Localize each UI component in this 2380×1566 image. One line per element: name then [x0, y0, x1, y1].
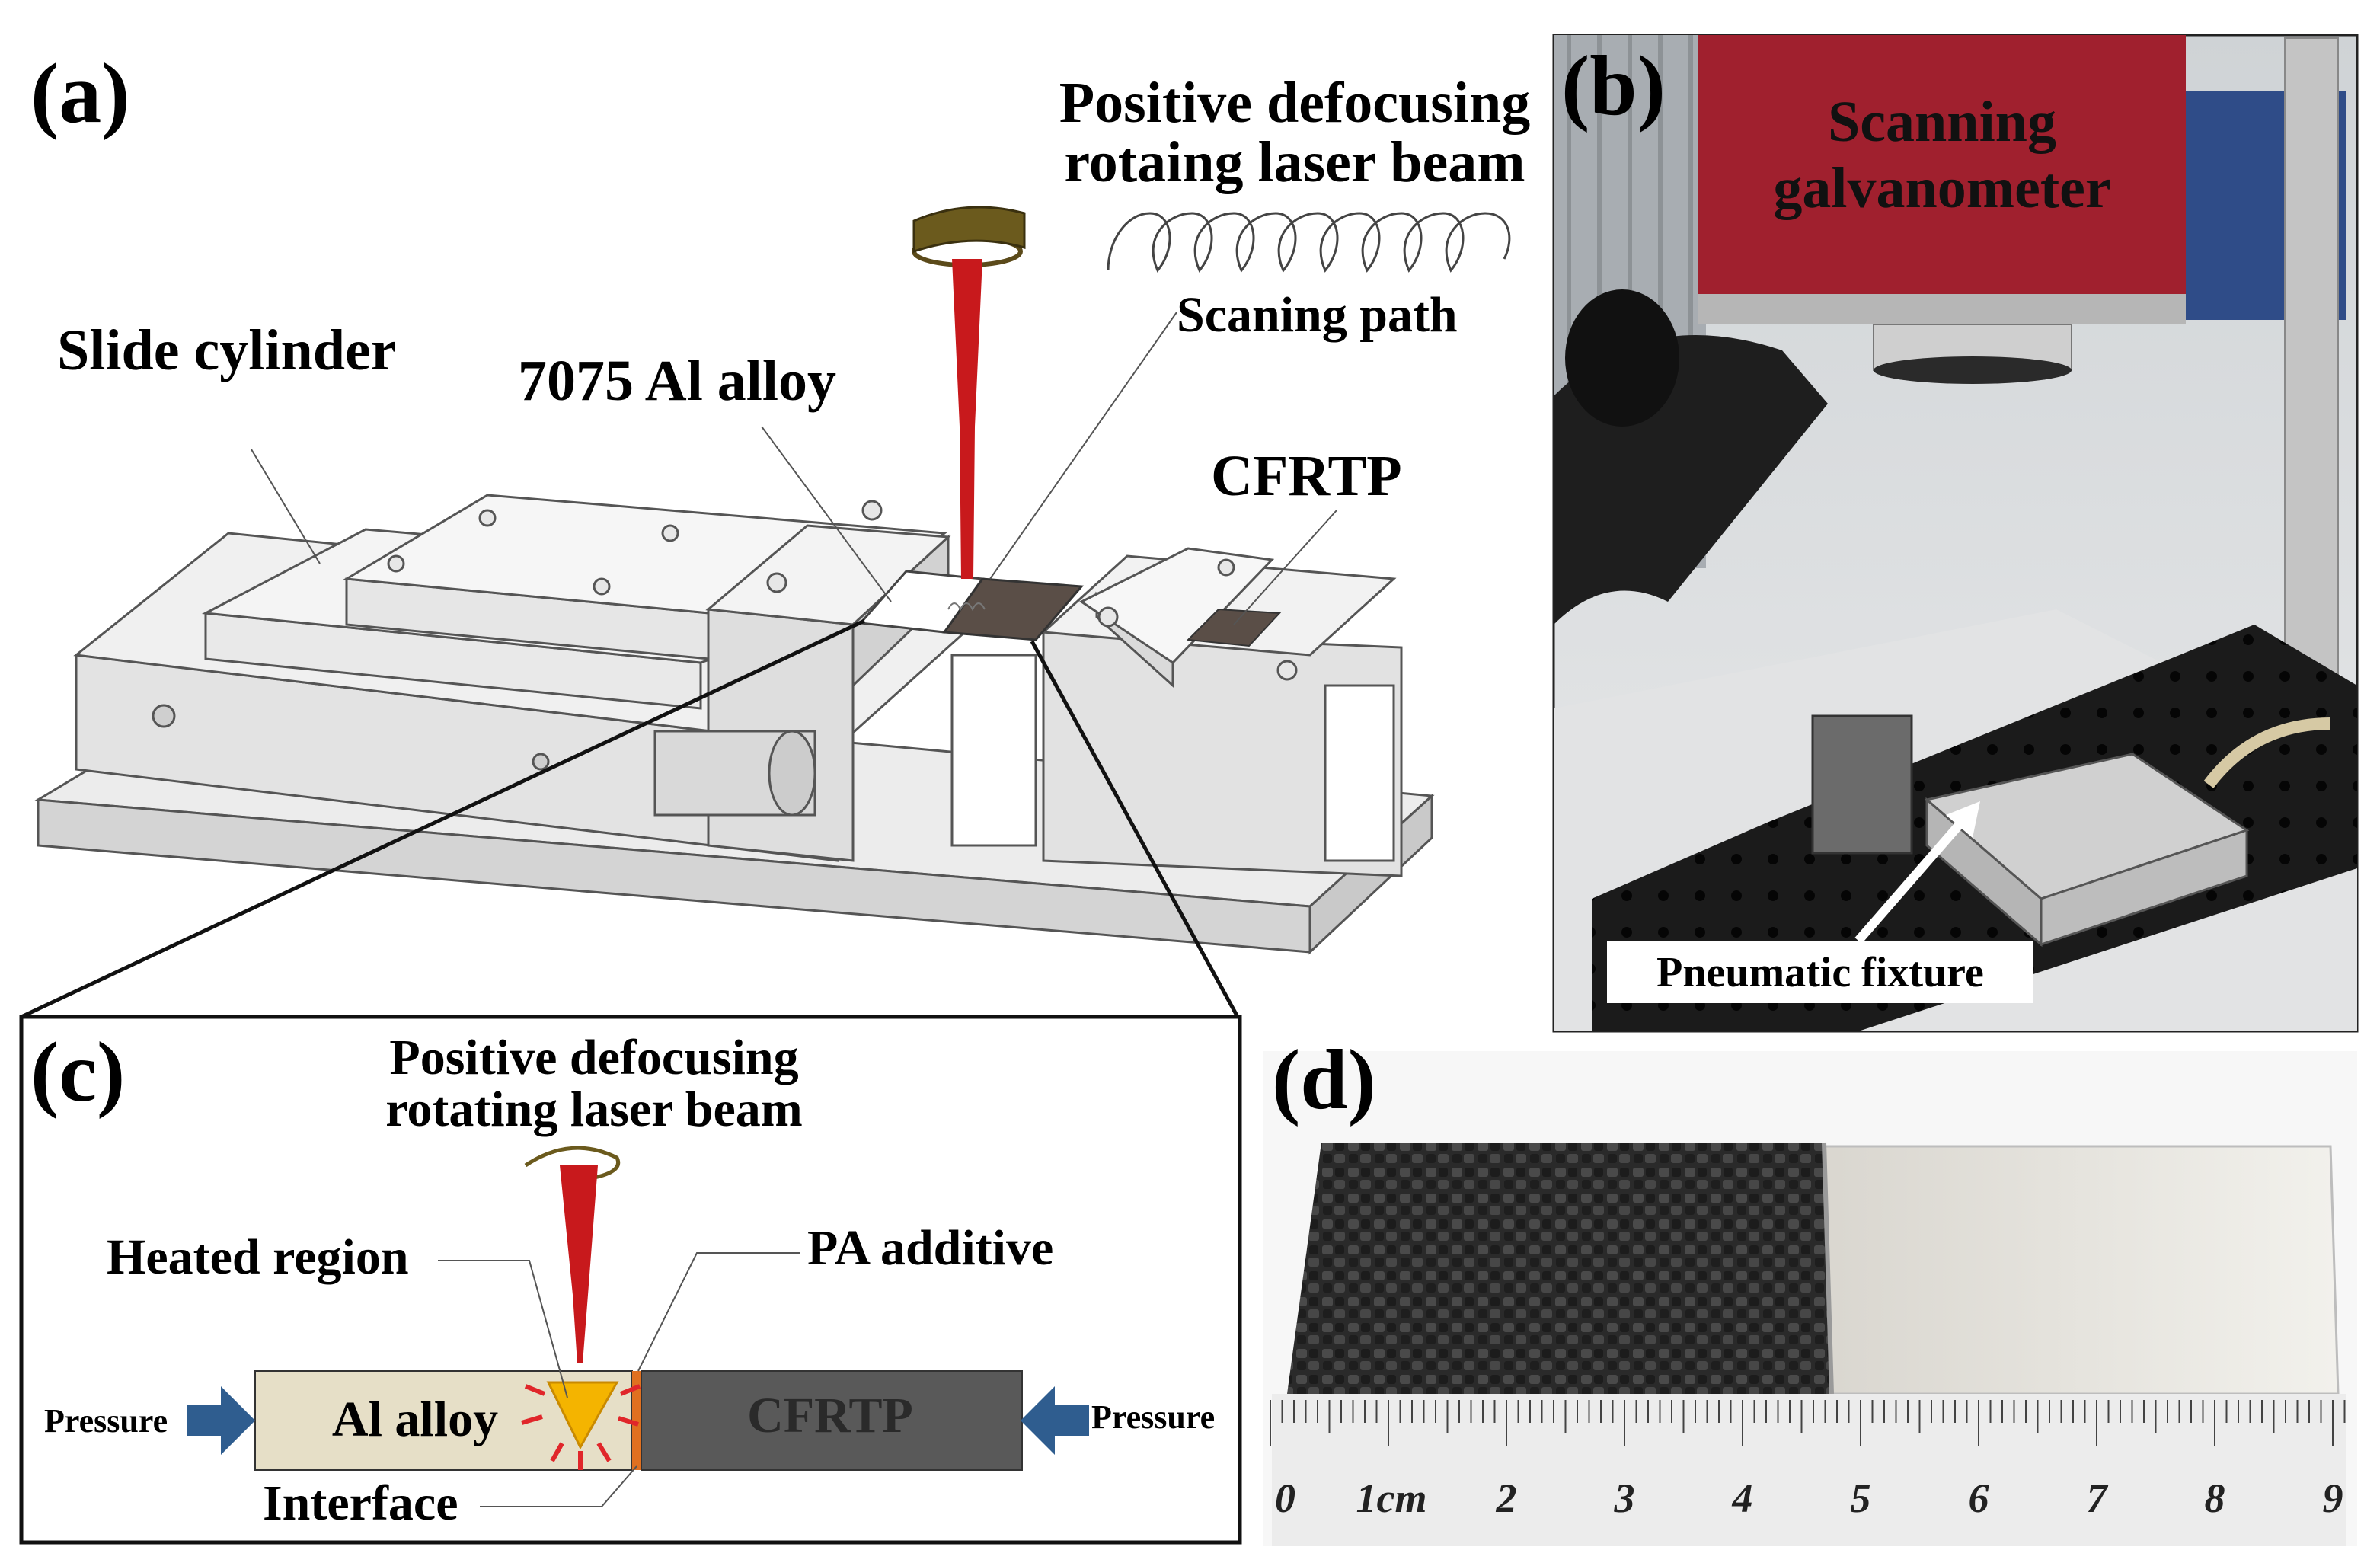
cfrtp-label-c: CFRTP [747, 1388, 913, 1443]
ruler-label: 6 [1969, 1475, 1989, 1521]
rotation-arrow-icon-c [524, 1146, 620, 1181]
laser-label-c-line2: rotating laser beam [385, 1082, 803, 1137]
leader-lines-a [251, 312, 1337, 625]
ruler-label-group: 0 1cm 2 3 4 5 6 7 8 9 [1275, 1475, 2343, 1521]
ruler-label: 5 [1851, 1475, 1871, 1521]
pa-additive-label: PA additive [807, 1220, 1053, 1276]
laser-beam-icon-c [560, 1165, 598, 1363]
panel-b-letter: (b) [1561, 39, 1666, 133]
rotation-arrow-icon [912, 206, 1026, 254]
laser-beam-a [912, 206, 1026, 579]
laser-label-a-line2: rotaing laser beam [1064, 130, 1525, 194]
cfrtp-woven-plate [1287, 1143, 1832, 1394]
ruler-label: 2 [1496, 1475, 1517, 1521]
pneumatic-fixture-label: Pneumatic fixture [1656, 949, 1984, 996]
fixture-3d-drawing [34, 494, 1435, 955]
fixture-pointer-arrow-icon [1854, 801, 1980, 944]
aluminium-plate [1815, 1145, 2340, 1395]
cfrtp-block [641, 1370, 1023, 1471]
panel-a-letter: (a) [30, 46, 130, 141]
scan-path-label: Scaning path [1177, 287, 1458, 343]
pressure-arrow-right-icon [1021, 1386, 1089, 1455]
specimen-plates [858, 570, 1282, 647]
air-hose [2203, 717, 2331, 788]
leader-lines-c [438, 1252, 800, 1507]
heated-region-label: Heated region [107, 1229, 409, 1285]
laser-beam-icon [952, 259, 982, 579]
panel-c-letter: (c) [30, 1025, 125, 1120]
pressure-arrow-left-icon [187, 1386, 255, 1455]
joint-line [1822, 1142, 1834, 1395]
laser-label-c-line1: Positive defocusing [389, 1030, 798, 1085]
panel-d: 0 1cm 2 3 4 5 6 7 8 9 (d) [1263, 1033, 2357, 1546]
pressure-label-left: Pressure [44, 1402, 168, 1440]
panel-d-letter: (d) [1272, 1033, 1376, 1127]
panel-b: Scanning galvanometer Pneumatic fixture … [1552, 34, 2359, 1033]
scan-track-mark [947, 602, 986, 612]
heated-region-icon [546, 1381, 619, 1450]
left-clamp-block [1811, 714, 1913, 855]
slide-cylinder-label: Slide cylinder [57, 318, 396, 382]
cfrtp-end-tab [1186, 608, 1282, 647]
cfrtp-label-a: CFRTP [1211, 444, 1402, 508]
ruler-label: 1cm [1356, 1475, 1427, 1521]
cfrtp-plate [942, 577, 1085, 641]
ruler-label: 4 [1732, 1475, 1753, 1521]
al-alloy-label-c: Al alloy [332, 1392, 498, 1447]
laser-label-a-line1: Positive defocusing [1059, 71, 1531, 135]
scan-path-spiral-icon [1107, 212, 1511, 273]
ruler-label: 3 [1614, 1475, 1635, 1521]
ruler [1272, 1394, 2346, 1546]
galvanometer-head [1698, 35, 2186, 294]
panel-c: (c) Positive defocusing rotating laser b… [19, 1015, 1242, 1545]
zoom-callout-lines [20, 618, 1240, 1019]
interface-label: Interface [263, 1475, 458, 1531]
vertical-scale-post [2284, 37, 2339, 724]
heat-flux-arrows-icon [521, 1384, 641, 1470]
ruler-label: 9 [2323, 1475, 2343, 1521]
pa-additive-layer [632, 1371, 641, 1470]
galvo-label-line1: Scanning [1828, 90, 2056, 154]
panel-a: (a) [20, 46, 1531, 1019]
ruler-label: 7 [2087, 1475, 2109, 1521]
ruler-label: 8 [2205, 1475, 2225, 1521]
ruler-ticks [1270, 1400, 2346, 1446]
ruler-label: 0 [1275, 1475, 1295, 1521]
al-alloy-label-a: 7075 Al alloy [518, 349, 836, 413]
pressure-label-right: Pressure [1091, 1398, 1215, 1436]
galvo-label-line2: galvanometer [1773, 156, 2110, 220]
